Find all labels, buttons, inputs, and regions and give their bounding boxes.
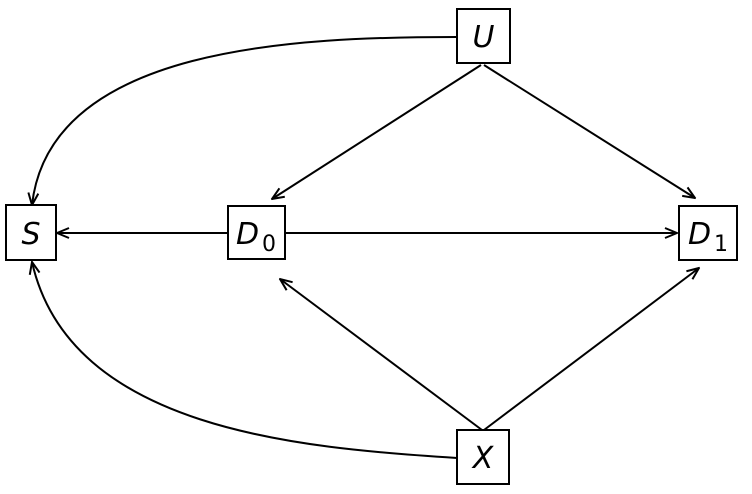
edge-u-to-d0 [272,64,482,199]
edge-x-to-s [32,262,458,459]
node-d1-box [678,205,738,261]
node-d1: D 1 [678,205,738,261]
node-d0-subscript: 0 [262,232,276,257]
edge-u-to-d1 [483,64,695,198]
edges [32,36,699,459]
node-s-box [5,204,57,261]
node-d0: D 0 [227,205,286,260]
edge-u-to-s [32,36,458,205]
node-d1-label: D [688,217,711,252]
node-u: U [456,8,511,64]
node-d0-label: D [236,217,259,252]
node-d1-subscript: 1 [714,232,728,257]
node-x: X [456,429,510,485]
node-s: S [5,204,57,261]
edge-x-to-d0 [280,279,483,431]
node-x-label: X [471,441,495,476]
node-u-box [456,8,511,64]
edge-x-to-d1 [483,268,699,431]
node-d0-box [227,205,286,260]
node-u-label: U [473,20,495,55]
node-s-label: S [21,217,40,252]
node-x-box [456,429,510,485]
